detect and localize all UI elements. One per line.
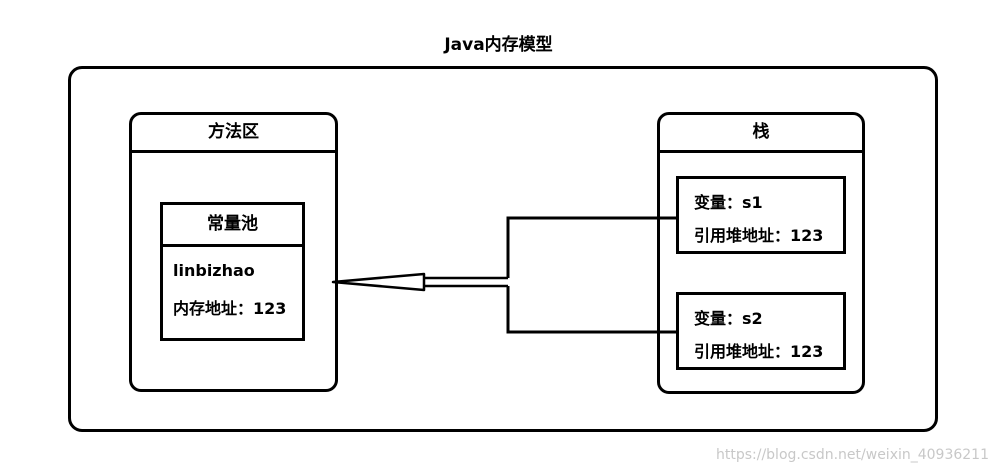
constant-pool-box: 常量池 linbizhao 内存地址：123 <box>160 202 305 341</box>
diagram-title: Java内存模型 <box>444 35 553 55</box>
stack-label: 栈 <box>660 115 862 153</box>
constant-pool-label: 常量池 <box>163 205 302 247</box>
constant-pool-address: 内存地址：123 <box>173 299 287 318</box>
jvm-memory-frame <box>68 66 938 432</box>
watermark-url: https://blog.csdn.net/weixin_40936211 <box>715 447 989 463</box>
constant-pool-value: linbizhao <box>173 261 255 280</box>
stack-variable-s1: 变量：s1 引用堆地址：123 <box>676 176 846 254</box>
connector-s1 <box>506 216 676 278</box>
method-area-label: 方法区 <box>132 115 335 153</box>
reference-arrow <box>331 272 508 292</box>
variable-ref-s2: 引用堆地址：123 <box>694 342 824 361</box>
variable-name-s2: 变量：s2 <box>694 309 763 328</box>
method-area-panel: 方法区 <box>129 112 338 392</box>
connector-s2 <box>506 286 676 334</box>
stack-variable-s2: 变量：s2 引用堆地址：123 <box>676 292 846 370</box>
stack-panel: 栈 <box>657 112 865 394</box>
variable-name-s1: 变量：s1 <box>694 193 763 212</box>
variable-ref-s1: 引用堆地址：123 <box>694 226 824 245</box>
